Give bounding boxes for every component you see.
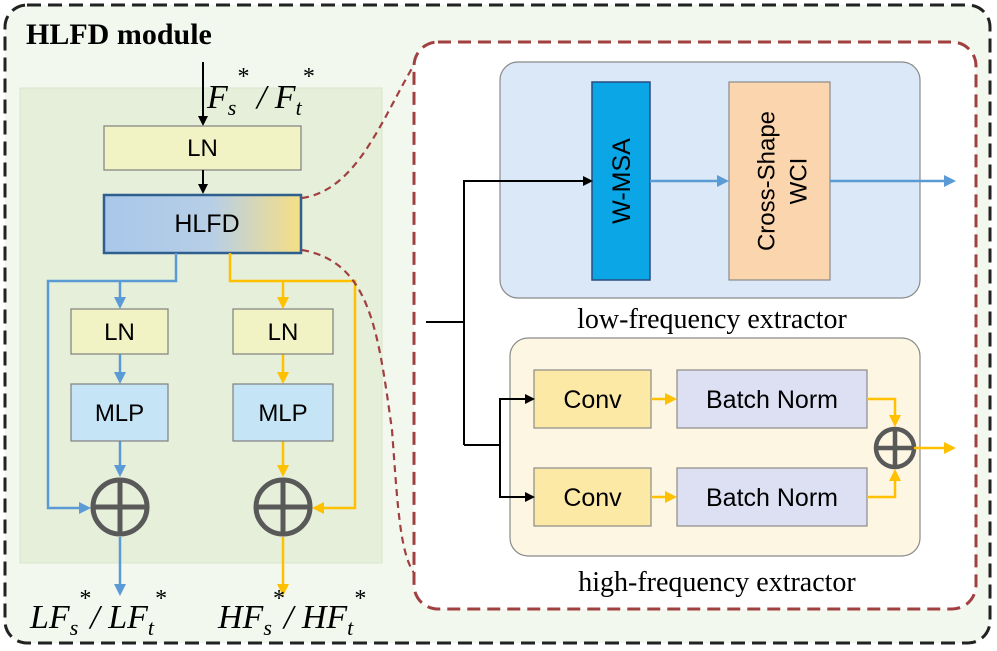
- mlp-left-label: MLP: [95, 400, 144, 427]
- detail-branch-trunk: [463, 176, 593, 445]
- zoom-connector-bottom: [301, 248, 419, 579]
- bn-bottom-box: [676, 467, 868, 527]
- conv-bottom-label: Conv: [563, 484, 622, 512]
- ln-right-box: [232, 308, 334, 355]
- bn-bottom-label: Batch Norm: [706, 484, 838, 512]
- ln-left-label: LN: [104, 319, 135, 346]
- mlp-right-label: MLP: [258, 400, 307, 427]
- detail-branch-conv-bottom: [499, 445, 535, 502]
- bn-top-to-sum-line: [867, 397, 901, 427]
- cross-shape-box: [728, 81, 831, 281]
- bn-top-label: Batch Norm: [706, 386, 838, 414]
- blue-branch-line: [46, 253, 178, 514]
- output-low-label: LFs*/ LFt*: [29, 586, 166, 640]
- hlfd-label: HLFD: [174, 210, 239, 238]
- bn-bottom-to-sum-line: [867, 469, 901, 499]
- sum-left-icon: [90, 477, 150, 537]
- conv-top-box: [533, 369, 652, 429]
- output-high-label: HFs*/ HFt*: [217, 586, 365, 640]
- module-title: HLFD module: [26, 18, 212, 51]
- hlfd-box: [102, 193, 303, 255]
- high-frequency-caption: high-frequency extractor: [578, 567, 856, 598]
- ln-left-box: [70, 308, 169, 355]
- ln-top-box: [103, 125, 302, 171]
- mlp-right-box: [232, 383, 334, 442]
- zoom-connector-top: [301, 54, 421, 200]
- input-label: Fs* / Ft*: [206, 64, 314, 120]
- sum-high-frequency-icon: [873, 426, 917, 470]
- sum-right-icon: [253, 477, 313, 537]
- bn-top-box: [676, 369, 868, 429]
- wmsa-label: W-MSA: [608, 138, 636, 224]
- low-frequency-caption: low-frequency extractor: [577, 304, 847, 335]
- ln-right-label: LN: [268, 319, 299, 346]
- yellow-branch-line: [228, 253, 357, 514]
- detail-branch-conv-top: [499, 394, 535, 445]
- conv-top-label: Conv: [563, 386, 622, 414]
- mlp-left-box: [70, 383, 169, 442]
- ln-top-label: LN: [187, 135, 218, 162]
